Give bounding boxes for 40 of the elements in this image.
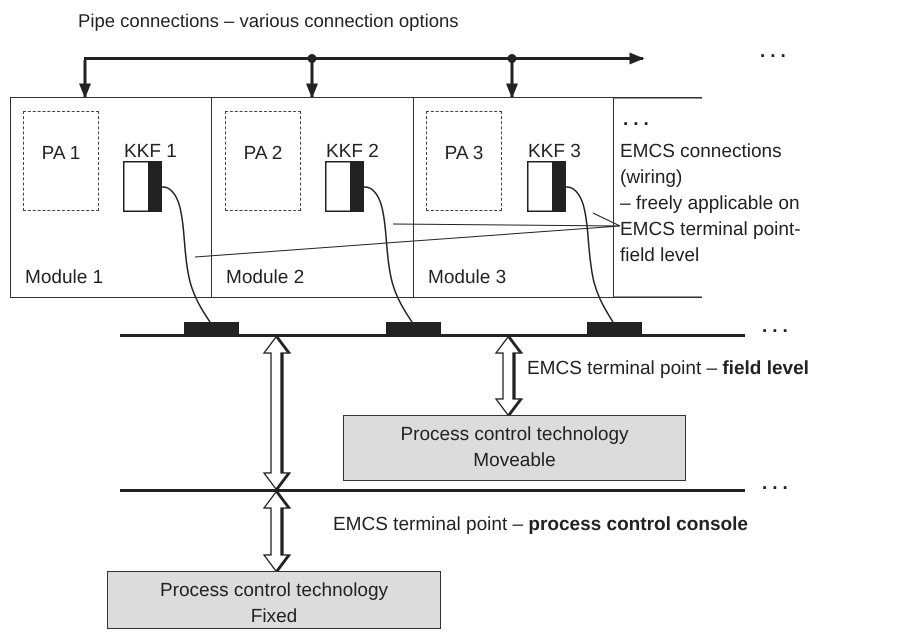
terminal-block (587, 322, 642, 334)
leader-line (592, 212, 620, 226)
pipe-label: Pipe connections – various connection options (78, 10, 459, 32)
module-label: Module 1 (25, 267, 104, 289)
level-label: EMCS terminal point – process control console (333, 513, 748, 537)
double-arrow (262, 490, 290, 572)
connector-label: KKF 3 (528, 141, 581, 163)
module-box (413, 97, 614, 298)
continuation-dots: ... (762, 472, 793, 496)
bus-line (120, 334, 745, 337)
continuation-dots: ... (760, 40, 791, 64)
module-label: Module 2 (226, 267, 304, 289)
terminal-block (386, 322, 441, 334)
double-arrow (262, 336, 290, 490)
process-box: Process control technology Moveable (343, 415, 686, 481)
cable-line (161, 186, 211, 322)
connector-label: KKF 1 (124, 141, 177, 163)
dashed-area: PA 2 (225, 111, 301, 211)
double-arrow (494, 336, 522, 416)
cable-line (363, 186, 413, 322)
arrow (306, 60, 318, 98)
dashed-area: PA 3 (426, 111, 502, 211)
note-text: EMCS connections (wiring) (620, 140, 783, 190)
module-box (211, 97, 414, 298)
arrow (79, 60, 91, 98)
arrow (506, 60, 518, 98)
module-label: Module 3 (428, 267, 506, 289)
dashed-area: PA 1 (23, 111, 99, 211)
arrow (615, 52, 644, 64)
level-label: EMCS terminal point – field level (527, 357, 809, 381)
leader-line (392, 224, 620, 226)
continuation-dots: ... (762, 315, 793, 339)
module-box (10, 97, 212, 298)
cable-line (565, 186, 614, 322)
continuation-dots: ... (623, 108, 654, 132)
process-box: Process control technology Fixed (107, 571, 441, 629)
connector-label: KKF 2 (326, 141, 379, 163)
terminal-block (184, 322, 239, 334)
bus-line (120, 489, 745, 492)
note-text: – freely applicable on EMCS terminal point-field level (620, 192, 802, 268)
